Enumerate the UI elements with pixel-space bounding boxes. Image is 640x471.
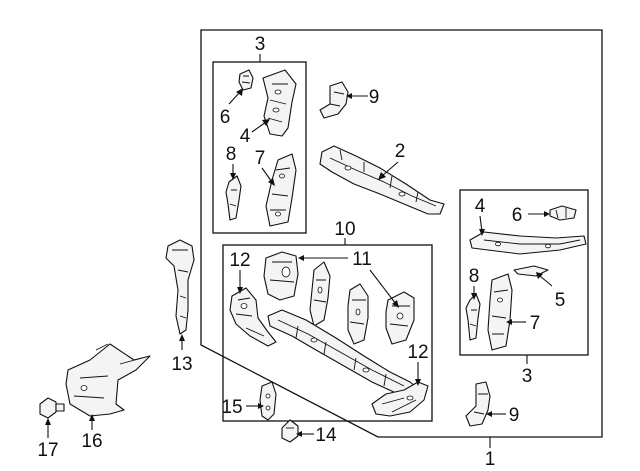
- callout-15: 15: [221, 397, 242, 418]
- side-brace-part-8-right: [465, 293, 481, 341]
- callout-17: 17: [37, 440, 58, 461]
- leader-lines: [45, 54, 553, 448]
- right-side-panel-part-12: [371, 381, 429, 417]
- panel-part-11-c: [347, 283, 369, 345]
- upper-support-part-4-left: [262, 69, 297, 137]
- callout-1: 1: [485, 449, 496, 470]
- callout-6-right: 6: [512, 205, 523, 226]
- group-box-10: [222, 244, 433, 422]
- upper-support-part-4-right: [469, 231, 587, 255]
- callout-3-right: 3: [522, 366, 533, 387]
- bracket-part-6-right: [549, 205, 577, 221]
- bracket-part-6-left: [238, 69, 254, 91]
- panel-part-11-d: [385, 291, 415, 345]
- bracket-part-9-top: [319, 81, 349, 119]
- small-plate-part-5: [513, 265, 549, 277]
- callout-10: 10: [334, 219, 355, 240]
- callout-8-left: 8: [226, 144, 237, 165]
- bracket-part-9-bottom: [465, 381, 491, 427]
- callout-9-top: 9: [369, 87, 380, 108]
- clip-part-14: [281, 419, 299, 443]
- module-part-16: [65, 343, 151, 417]
- left-side-panel-part-12: [229, 287, 277, 347]
- callout-4-left: 4: [240, 126, 251, 147]
- callout-5: 5: [555, 290, 566, 311]
- callout-11: 11: [352, 249, 372, 270]
- side-brace-part-8-left: [225, 175, 242, 221]
- callout-8-right: 8: [469, 266, 480, 287]
- pillar-part-7-left: [265, 153, 297, 227]
- callout-4-right: 4: [475, 196, 486, 217]
- callout-labels: 1 2 3 3 4 4 5 6 6 7 7 8 8 9 9 10 11 12 1…: [37, 34, 565, 470]
- group-box-3-right: [459, 189, 589, 356]
- callout-3-top: 3: [255, 34, 266, 55]
- plate-part-15: [259, 381, 277, 421]
- bolt-part-17: [39, 397, 65, 419]
- panel-part-11-a: [263, 251, 299, 301]
- vertical-brace-part-13: [165, 239, 195, 335]
- callout-2: 2: [395, 141, 406, 162]
- callout-7-left: 7: [255, 148, 266, 169]
- callout-12-left: 12: [229, 250, 250, 271]
- callout-7-right: 7: [530, 313, 541, 334]
- upper-tie-bar-part-2: [319, 145, 445, 215]
- callout-12-right: 12: [407, 342, 428, 363]
- callout-6-left: 6: [220, 107, 231, 128]
- callout-16: 16: [81, 431, 102, 452]
- callout-14: 14: [315, 425, 337, 446]
- panel-part-11-b: [309, 261, 331, 327]
- callout-9-bottom: 9: [509, 405, 520, 426]
- pillar-part-7-right: [487, 273, 513, 351]
- callout-13: 13: [171, 354, 192, 375]
